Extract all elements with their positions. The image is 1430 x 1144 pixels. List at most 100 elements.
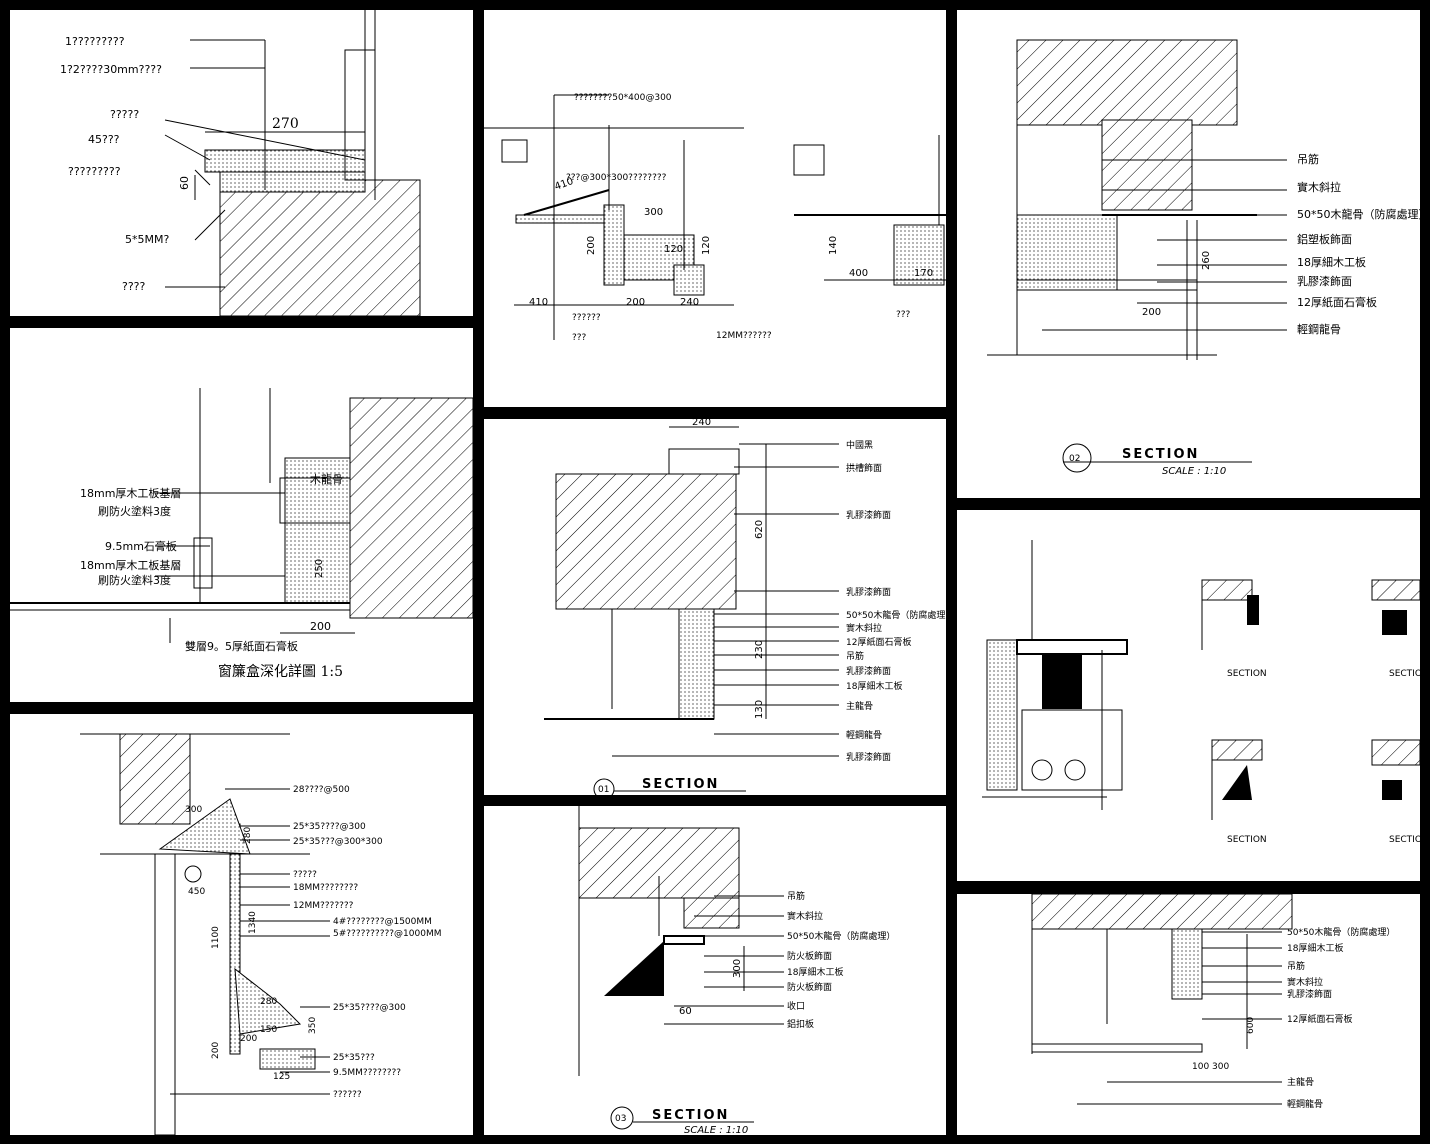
dimension-label: 60 [178,176,191,190]
callout-label: ?????? [333,1090,362,1100]
dimension-label: 120 [701,236,712,255]
callout-label: 50*50木龍骨（防腐處理） [1287,926,1395,938]
section-badge [1062,443,1092,473]
section-title: SECTION [1122,447,1199,462]
callout-label: 主龍骨 [1287,1076,1314,1088]
callout-label: 5#??????????@1000MM [333,929,441,939]
section-badge-number: 02 [1069,454,1080,464]
section-badge-number: 03 [615,1114,626,1124]
dimension-label: 300 [185,805,202,815]
callout-label: 12MM??????? [293,901,354,911]
dimension-label: 125 [273,1072,290,1082]
dimension-label: 250 [314,559,325,578]
dimension-label: 300 [1212,1062,1229,1072]
stone-slab [204,149,366,173]
detail-panel-6: SECTION SECTION SECTION SECTION [957,510,1420,881]
dimension-label: 1100 [211,926,221,949]
detail-panel-9: 50*50木龍骨（防腐處理） 18厚細木工板 吊筋 實木斜拉 乳膠漆飾面 12厚… [957,894,1420,1135]
callout-label: 收口 [787,1000,805,1012]
dimension-label: 200 [626,297,645,308]
callout-label: ????????50*400@300 [574,93,672,103]
callout-label: 吊筋 [846,650,864,662]
callout-label: 雙層9。5厚紙面石膏板 [185,639,298,653]
dimension-label: 260 [1201,251,1212,270]
callout-label: 18MM???????? [293,883,358,893]
dimension-label: 200 [586,236,597,255]
section-badge [610,1106,634,1130]
callout-label: 主龍骨 [846,700,873,712]
callout-label: 50*50木龍骨（防腐處理） [1297,207,1420,221]
callout-label: 12MM?????? [716,331,772,341]
callout-label: 18mm厚木工板基層 [80,558,181,572]
callout-label: 50*50木龍骨（防腐處理） [787,930,895,942]
callout-label: ??? [896,310,911,320]
callout-label: 刷防火塗料3度 [98,573,171,587]
dimension-label: 140 [828,236,839,255]
callout-label: 18厚細木工板 [1287,942,1343,954]
detail-panel-2: ????????50*400@300 ???@300*300???????? ?… [484,10,946,407]
section-title: SECTION [1227,669,1267,679]
dimension-label: 150 [260,1025,277,1035]
callout-label: 45??? [88,133,120,146]
callout-label: 4#????????@1500MM [333,917,432,927]
callout-label: 拱槽飾面 [846,462,882,474]
callout-label: ????? [110,108,139,121]
callout-label: 防火板飾面 [787,981,832,993]
callout-label: 18厚細木工板 [1297,255,1366,269]
section-scale: SCALE : 1:10 [684,1125,748,1135]
callout-label: 實木斜拉 [1297,180,1341,194]
callout-label: 25*35??? [333,1053,375,1063]
callout-label: 12厚紙面石膏板 [846,636,911,648]
callout-label: 實木斜拉 [846,622,882,634]
dimension-label: 620 [754,520,765,539]
dimension-label: 280 [243,827,253,844]
callout-label: 28????@500 [293,785,350,795]
callout-label: 輕鋼龍骨 [1297,322,1341,336]
callout-label: ????????? [68,165,121,178]
dimension-label: 230 [754,640,765,659]
section-badge-number: 01 [598,785,609,795]
callout-label: 25*35???@300*300 [293,837,383,847]
dimension-label: 200 [211,1042,221,1059]
section-title: SECTION [652,1108,729,1123]
dimension-label: 170 [914,268,933,279]
dimension-label: 450 [188,887,205,897]
callout-label: 鋁扣板 [787,1018,814,1030]
detail-panel-5: 中國黑 拱槽飾面 乳膠漆飾面 乳膠漆飾面 50*50木龍骨（防腐處理） 實木斜拉… [484,419,946,795]
detail-panel-3: 吊筋 實木斜拉 50*50木龍骨（防腐處理） 鋁塑板飾面 18厚細木工板 乳膠漆… [957,10,1420,498]
callout-label: 9.5MM???????? [333,1068,401,1078]
callout-label: ????? [293,870,317,880]
callout-label: 乳膠漆飾面 [1287,988,1332,1000]
callout-label: 木龍骨 [310,472,343,486]
detail-panel-7: 28????@500 25*35????@300 25*35???@300*30… [10,714,473,1135]
callout-label: ???@300*300???????? [566,173,667,183]
detail-title: 窗簾盒深化詳圖 1:5 [218,663,343,680]
dimension-label: 300 [644,207,663,218]
dimension-label: 270 [272,116,299,132]
callout-label: ??? [572,333,587,343]
callout-label: 12厚紙面石膏板 [1287,1013,1352,1025]
callout-label: 12厚紙面石膏板 [1297,295,1377,309]
callout-label: 防火板飾面 [787,950,832,962]
callout-label: 實木斜拉 [1287,976,1323,988]
section-scale: SCALE : 1:10 [1162,466,1226,477]
dimension-label: 60 [679,1006,692,1017]
callout-label: 25*35????@300 [333,1003,406,1013]
dimension-label: 280 [260,997,277,1007]
callout-label: 中國黑 [846,439,873,451]
callout-label: 鋁塑板飾面 [1297,232,1352,246]
detail-panel-8: 吊筋 實木斜拉 50*50木龍骨（防腐處理） 防火板飾面 18厚細木工板 防火板… [484,806,946,1135]
callout-label: 乳膠漆飾面 [846,509,891,521]
callout-label: 吊筋 [1287,960,1305,972]
callout-label: 輕鋼龍骨 [846,729,882,741]
callout-label: 吊筋 [787,890,805,902]
dimension-label: 200 [240,1034,257,1044]
callout-label: 乳膠漆飾面 [846,665,891,677]
callout-label: 25*35????@300 [293,822,366,832]
callout-label: ???? [122,280,146,293]
callout-label: 刷防火塗料3度 [98,504,171,518]
dimension-label: 100 [1192,1062,1209,1072]
section-title: SECTION [1389,835,1420,845]
callout-label: ?????? [572,313,601,323]
dimension-label: 600 [1246,1017,1256,1034]
